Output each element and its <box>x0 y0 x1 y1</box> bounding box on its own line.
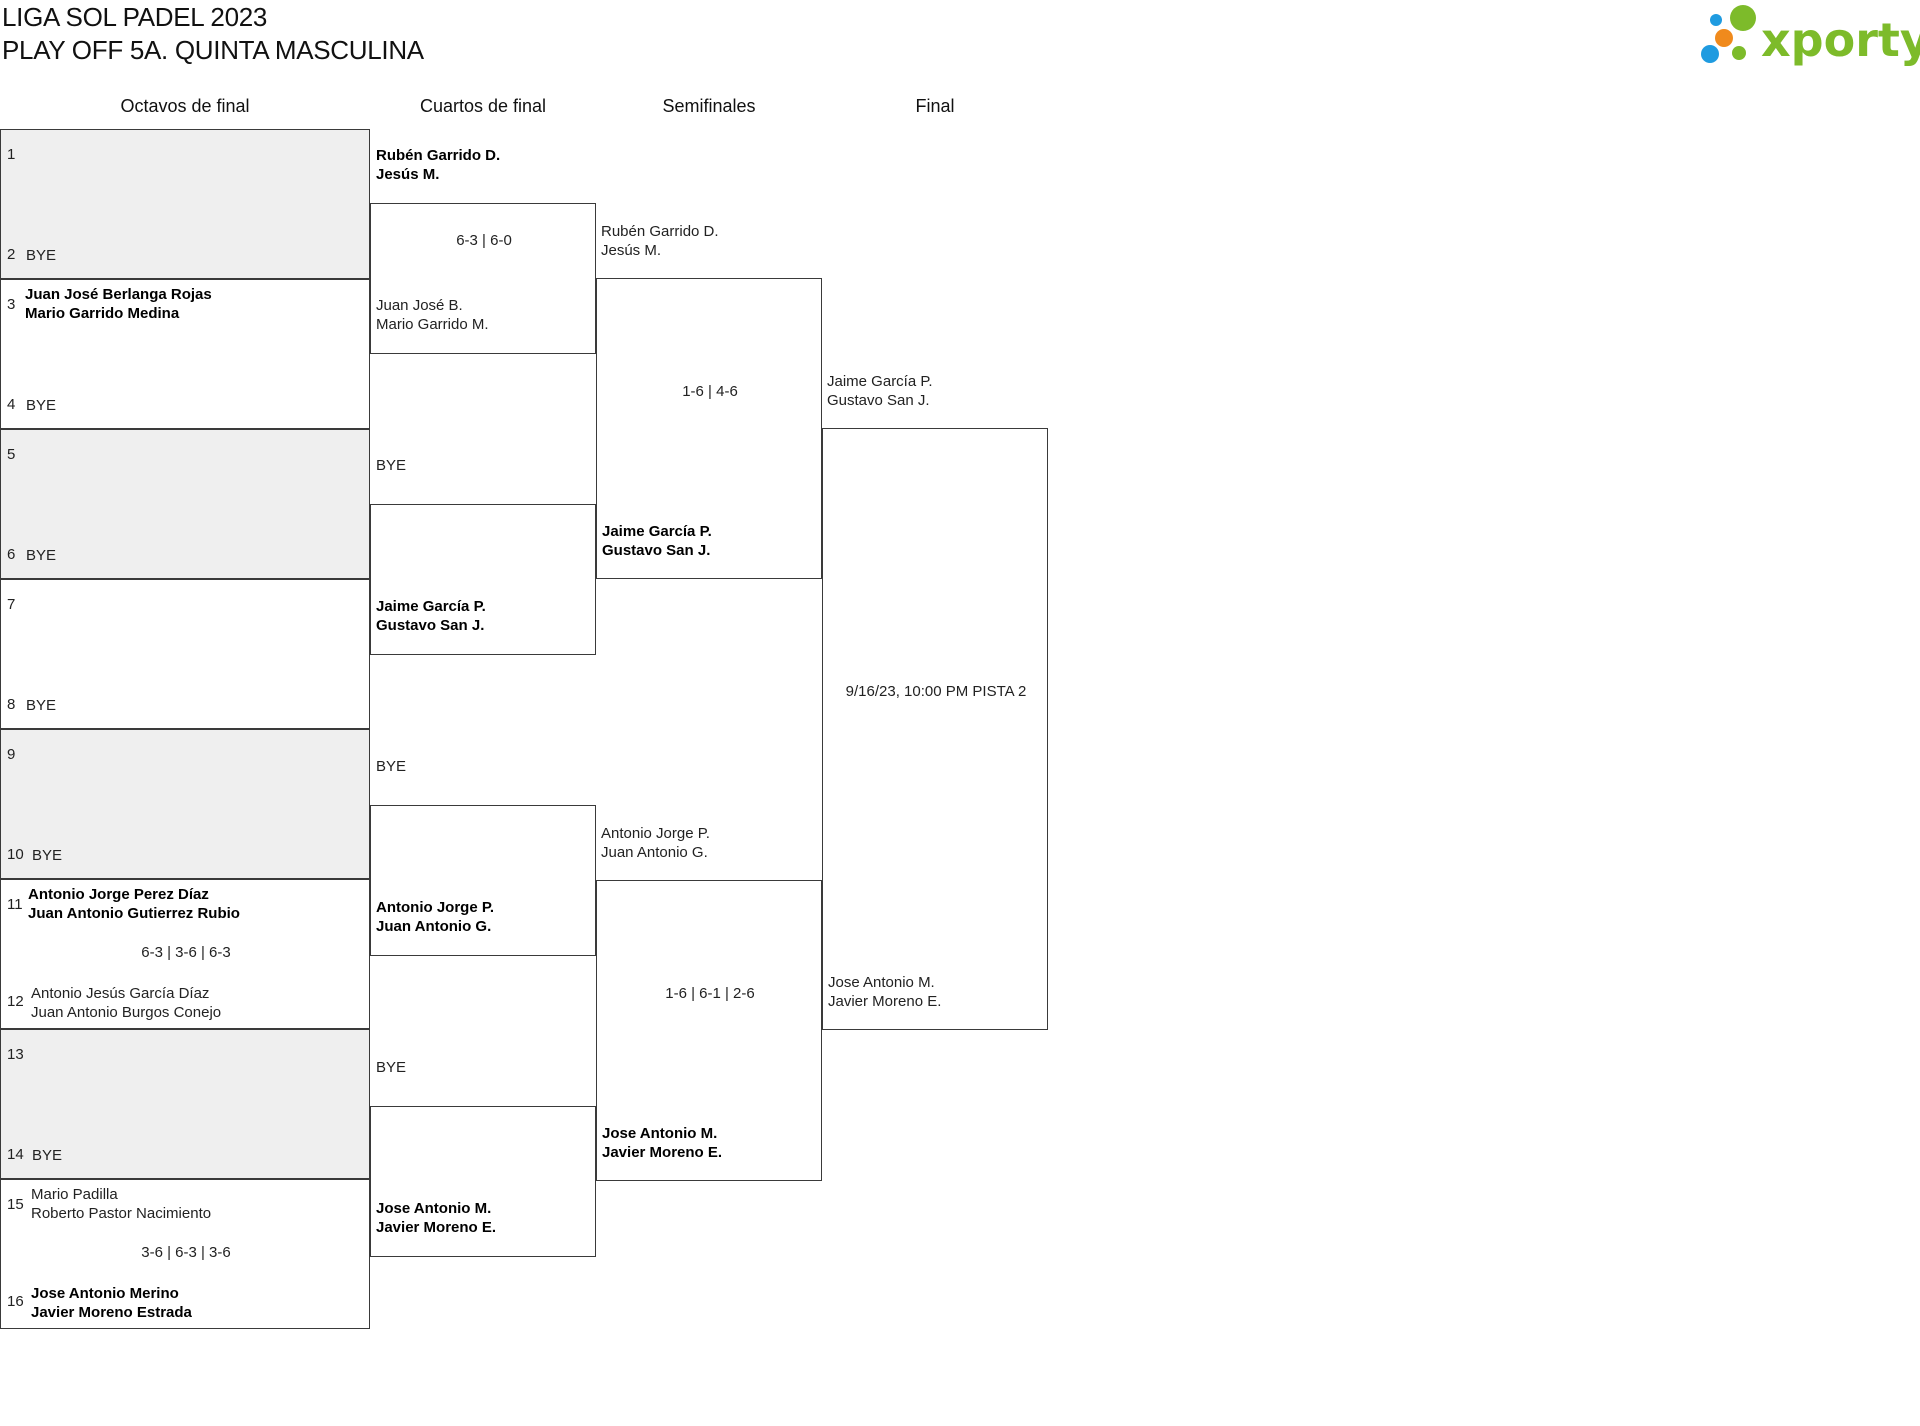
team-player-name: Antonio Jorge P. <box>601 825 710 842</box>
team-player-name: Jaime García P. <box>827 373 933 390</box>
team-player-name: Jaime García P. <box>602 523 712 540</box>
seed-number: 13 <box>7 1046 24 1063</box>
team-player-name: Jesús M. <box>601 242 662 259</box>
team-player-name: Juan José Berlanga Rojas <box>25 286 212 303</box>
column-header-r16: Octavos de final <box>120 96 250 116</box>
team-name: BYE <box>26 397 57 414</box>
column-header-sf: Semifinales <box>662 96 756 116</box>
team-player-name: Javier Moreno E. <box>376 1219 497 1236</box>
team-player-name: Jaime García P. <box>376 598 486 615</box>
seed-number: 16 <box>7 1293 24 1310</box>
team-player-name: Jose Antonio M. <box>828 974 935 991</box>
team-player-name: Mario Garrido Medina <box>25 305 180 322</box>
r16-match-8[interactable]: 15 Mario Padilla Roberto Pastor Nacimien… <box>0 1179 370 1329</box>
seed-number: 10 <box>7 846 24 863</box>
team-player-name: Javier Moreno Estrada <box>31 1304 192 1321</box>
seed-number: 7 <box>7 596 16 613</box>
team-player-name: Antonio Jesús García Díaz <box>31 985 210 1002</box>
seed-number: 14 <box>7 1146 24 1163</box>
final-match[interactable]: 9/16/23, 10:00 PM PISTA 2 Jose Antonio M… <box>822 428 1048 1030</box>
seed-number: 4 <box>7 396 16 413</box>
sf-match-1[interactable]: 1-6 | 4-6 Jaime García P. Gustavo San J. <box>596 278 822 579</box>
qf-match-3[interactable]: Antonio Jorge P. Juan Antonio G. <box>370 805 596 956</box>
r16-match-3[interactable]: 5 6 BYE <box>0 429 370 579</box>
playoff-title: PLAY OFF 5A. QUINTA MASCULINA <box>2 35 424 65</box>
column-header-qf: Cuartos de final <box>419 96 547 116</box>
seed-number: 1 <box>7 146 16 163</box>
team-name: BYE <box>26 547 57 564</box>
match-score: 1-6 | 6-1 | 2-6 <box>665 985 755 1002</box>
team-player-name: Mario Garrido M. <box>376 316 489 333</box>
team-player-name: Gustavo San J. <box>376 617 485 634</box>
match-score: 6-3 | 3-6 | 6-3 <box>141 944 231 961</box>
team-player-name: Juan Antonio Gutierrez Rubio <box>28 905 240 922</box>
qf-match-1[interactable]: 6-3 | 6-0 Juan José B. Mario Garrido M. <box>370 203 596 354</box>
team-player-name: Gustavo San J. <box>602 542 711 559</box>
match-score: 1-6 | 4-6 <box>682 383 738 400</box>
team-player-name: Antonio Jorge P. <box>376 899 495 916</box>
team-player-name: Juan Antonio G. <box>376 918 492 935</box>
match-score: 6-3 | 6-0 <box>456 232 512 249</box>
final-schedule: 9/16/23, 10:00 PM PISTA 2 <box>845 683 1027 700</box>
logo-text: xporty <box>1761 13 1920 67</box>
column-header-final: Final <box>915 96 955 116</box>
seed-number: 3 <box>7 296 16 313</box>
r16-match-1[interactable]: 1 2 BYE <box>0 129 370 279</box>
team-player-name: Juan Antonio Burgos Conejo <box>31 1004 222 1021</box>
seed-number: 9 <box>7 746 16 763</box>
seed-number: 5 <box>7 446 16 463</box>
team-player-name: Jose Antonio M. <box>376 1200 492 1217</box>
team-player-name: Javier Moreno E. <box>602 1144 723 1161</box>
team-name: BYE <box>26 247 57 264</box>
r16-match-6[interactable]: 11 Antonio Jorge Perez Díaz Juan Antonio… <box>0 879 370 1029</box>
team-name: BYE <box>376 758 407 775</box>
league-title: LIGA SOL PADEL 2023 <box>2 2 268 32</box>
sf-match-2[interactable]: 1-6 | 6-1 | 2-6 Jose Antonio M. Javier M… <box>596 880 822 1181</box>
r16-match-5[interactable]: 9 10 BYE <box>0 729 370 879</box>
r16-match-7[interactable]: 13 14 BYE <box>0 1029 370 1179</box>
team-player-name: Juan Antonio G. <box>601 844 708 861</box>
team-name: BYE <box>32 1147 63 1164</box>
seed-number: 15 <box>7 1196 24 1213</box>
team-player-name: Jose Antonio Merino <box>31 1285 179 1302</box>
xporty-logo-icon: xporty <box>1701 5 1920 67</box>
team-name: BYE <box>32 847 63 864</box>
team-player-name: Juan José B. <box>376 297 463 314</box>
team-player-name: Antonio Jorge Perez Díaz <box>28 886 209 903</box>
team-name: BYE <box>376 457 407 474</box>
match-score: 3-6 | 6-3 | 3-6 <box>141 1244 231 1261</box>
seed-number: 6 <box>7 546 16 563</box>
seed-number: 2 <box>7 246 16 263</box>
seed-number: 11 <box>7 896 23 913</box>
xporty-logo: xporty <box>1695 4 1920 70</box>
team-player-name: Gustavo San J. <box>827 392 930 409</box>
seed-number: 8 <box>7 696 16 713</box>
r16-match-4[interactable]: 7 8 BYE <box>0 579 370 729</box>
team-player-name: Jose Antonio M. <box>602 1125 718 1142</box>
qf-match-4[interactable]: Jose Antonio M. Javier Moreno E. <box>370 1106 596 1257</box>
team-player-name: Rubén Garrido D. <box>376 147 501 164</box>
team-player-name: Mario Padilla <box>31 1186 118 1203</box>
team-player-name: Javier Moreno E. <box>828 993 942 1010</box>
seed-number: 12 <box>7 993 24 1010</box>
qf-match-2[interactable]: Jaime García P. Gustavo San J. <box>370 504 596 655</box>
team-name: BYE <box>376 1059 407 1076</box>
team-player-name: Jesús M. <box>376 166 440 183</box>
team-player-name: Roberto Pastor Nacimiento <box>31 1205 212 1222</box>
team-name: BYE <box>26 697 57 714</box>
r16-match-2[interactable]: 3 Juan José Berlanga Rojas Mario Garrido… <box>0 279 370 429</box>
team-player-name: Rubén Garrido D. <box>601 223 719 240</box>
